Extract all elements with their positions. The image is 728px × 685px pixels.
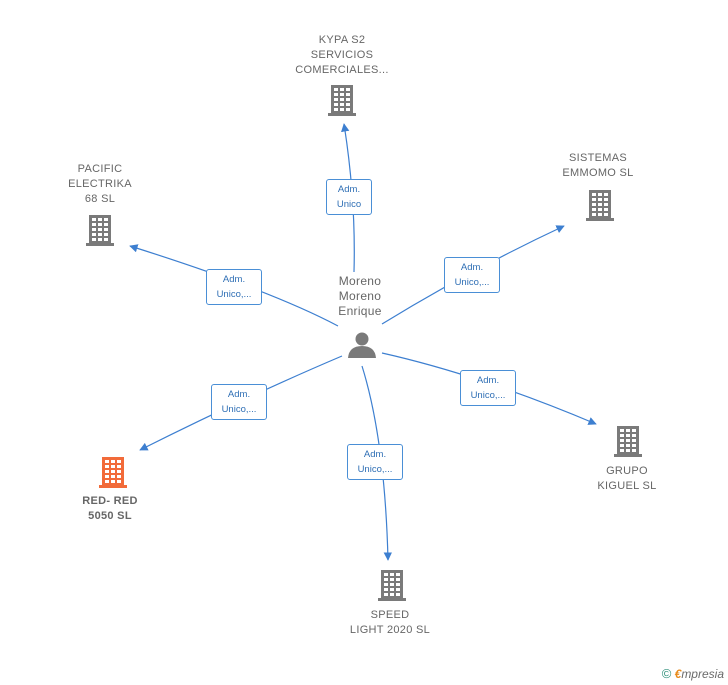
node-label-red[interactable]: RED- RED 5050 SL [60,494,160,524]
node-label-line: SPEED [370,609,410,621]
brand-logo-e: € [674,667,682,681]
node-label-speed[interactable]: SPEED LIGHT 2020 SL [330,608,450,638]
edge-label-line: Unico,... [216,289,252,300]
center-person-label[interactable]: Moreno Moreno Enrique [330,274,390,319]
edge-label-sistemas[interactable]: Adm. Unico,... [444,257,500,293]
node-label-line: 5050 SL [88,510,132,522]
edge-label-speed[interactable]: Adm. Unico,... [347,444,403,480]
center-label-line-1: Moreno [338,274,382,288]
building-icon-speed[interactable] [378,570,406,601]
center-label-line-2: Moreno [338,289,382,303]
node-label-kypa[interactable]: KYPA S2 SERVICIOS COMERCIALES... [282,33,402,78]
edge-label-line: Unico,... [454,277,490,288]
edge-label-line: Adm. [337,184,361,195]
node-label-grupo[interactable]: GRUPO KIGUEL SL [577,464,677,494]
edge-label-line: Unico,... [221,404,257,415]
building-icon-kypa[interactable] [328,85,356,116]
node-label-pacific[interactable]: PACIFIC ELECTRIKA 68 SL [50,162,150,207]
node-label-line: SERVICIOS [310,49,374,61]
edge-label-kypa[interactable]: Adm. Unico [326,179,372,215]
edge-label-line: Adm. [476,375,500,386]
icons-layer [86,85,642,601]
edge-label-line: Unico [336,199,362,210]
building-icon-pacific[interactable] [86,215,114,246]
footer-brand: © €mpresia [662,666,724,681]
edge-label-line: Adm. [222,274,246,285]
edge-label-pacific[interactable]: Adm. Unico,... [206,269,262,305]
copyright-icon: © [661,666,672,681]
building-icon-red[interactable] [99,457,127,488]
node-label-line: COMERCIALES... [295,64,389,76]
edge-label-line: Adm. [227,389,251,400]
building-icon-sistemas[interactable] [586,190,614,221]
edge-label-line: Adm. [460,262,484,273]
center-label-line-3: Enrique [338,304,382,318]
edge-label-grupo[interactable]: Adm. Unico,... [460,370,516,406]
node-label-line: SISTEMAS [568,152,628,164]
node-label-line: KIGUEL SL [597,480,657,492]
node-label-line: ELECTRIKA [68,178,132,190]
node-label-line: EMMOMO SL [562,167,634,179]
node-label-line: KYPA S2 [318,34,366,46]
node-label-line: GRUPO [606,465,648,477]
edge-label-line: Adm. [363,449,387,460]
edge-label-red[interactable]: Adm. Unico,... [211,384,267,420]
node-label-line: PACIFIC [77,163,123,175]
node-label-line: LIGHT 2020 SL [349,624,431,636]
node-label-line: 68 SL [84,193,116,205]
edge-label-line: Unico,... [357,464,393,475]
node-label-sistemas[interactable]: SISTEMAS EMMOMO SL [548,151,648,181]
brand-logo-text: mpresia [681,667,724,681]
node-label-line: RED- RED [82,495,138,507]
person-icon[interactable] [348,332,376,359]
edge-label-line: Unico,... [470,390,506,401]
building-icon-grupo[interactable] [614,426,642,457]
